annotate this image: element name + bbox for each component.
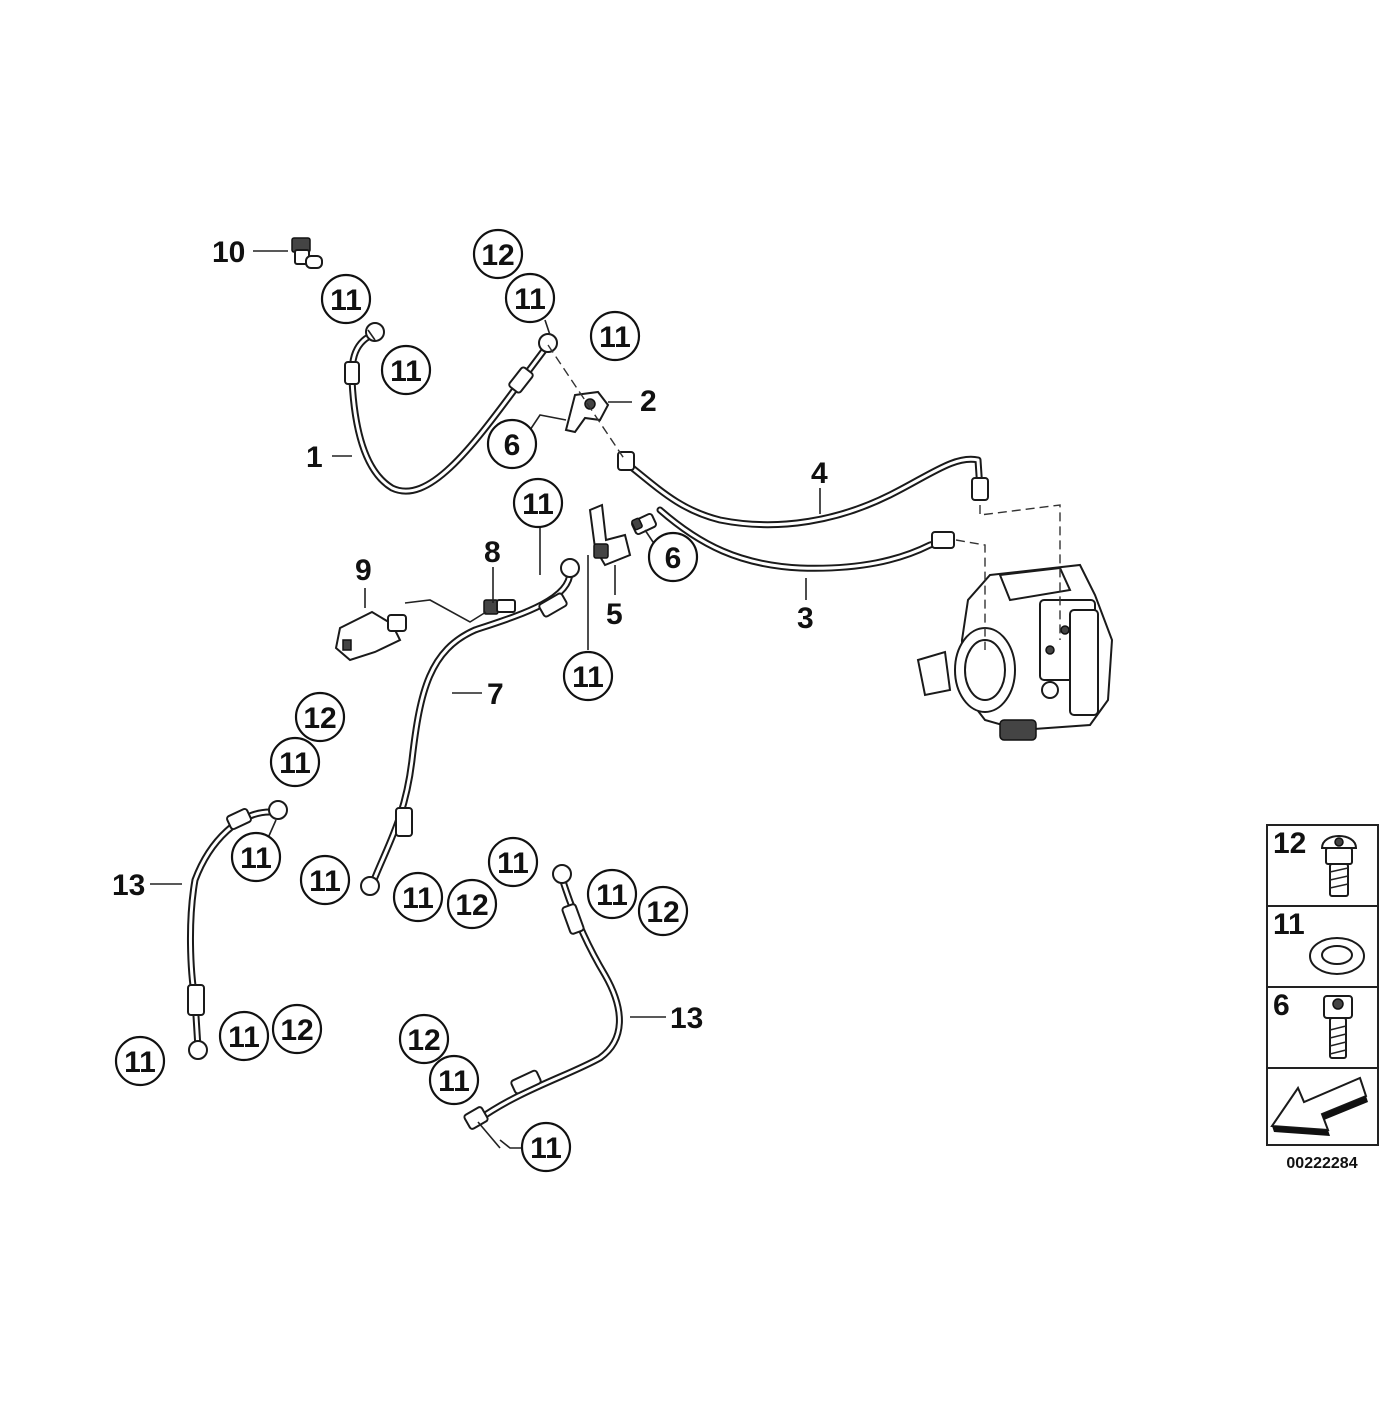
callout-6-lower: 6 xyxy=(647,531,699,583)
callout-11: 11 xyxy=(589,310,641,362)
label-4: 4 xyxy=(811,457,828,490)
svg-text:12: 12 xyxy=(303,702,336,735)
callout-11: 11 xyxy=(586,868,638,920)
hydraulic-unit xyxy=(916,563,1114,741)
label-5: 5 xyxy=(606,598,623,631)
callout-12: 12 xyxy=(398,1013,450,1065)
svg-text:12: 12 xyxy=(280,1014,313,1047)
svg-text:11: 11 xyxy=(330,284,362,317)
callout-11: 11 xyxy=(269,736,321,788)
svg-text:11: 11 xyxy=(124,1046,156,1079)
legend-label-12: 12 xyxy=(1273,827,1306,860)
callout-11: 11 xyxy=(218,1010,270,1062)
svg-text:11: 11 xyxy=(390,355,422,388)
svg-text:11: 11 xyxy=(530,1132,562,1165)
bleeder-screw-10 xyxy=(291,237,323,269)
distributor-5 xyxy=(588,503,632,567)
svg-text:11: 11 xyxy=(522,488,554,521)
brake-hose-13-right xyxy=(463,864,623,1130)
svg-text:6: 6 xyxy=(665,542,682,575)
callout-11: 11 xyxy=(392,871,444,923)
svg-text:12: 12 xyxy=(407,1024,440,1057)
callout-11: 11 xyxy=(512,477,564,529)
svg-text:11: 11 xyxy=(599,321,631,354)
callout-12: 12 xyxy=(472,228,524,280)
brake-pipe-3 xyxy=(656,506,955,572)
brake-hose-13-left xyxy=(187,800,288,1060)
callout-12: 12 xyxy=(294,691,346,743)
bracket-2 xyxy=(564,390,610,434)
svg-text:11: 11 xyxy=(514,283,546,316)
assembly-guides xyxy=(547,344,1061,650)
label-9: 9 xyxy=(355,554,372,587)
svg-text:6: 6 xyxy=(504,429,521,462)
washer-ring-icon xyxy=(1309,937,1365,975)
callout-11: 11 xyxy=(487,836,539,888)
brake-hose-7 xyxy=(360,558,580,896)
callout-12: 12 xyxy=(446,878,498,930)
label-7: 7 xyxy=(487,678,504,711)
circled-callouts: 6 6 11 11 12 11 11 11 11 12 11 11 11 11 … xyxy=(114,228,699,1173)
screw-6 xyxy=(631,512,657,536)
legend-label-11: 11 xyxy=(1273,908,1305,941)
svg-text:11: 11 xyxy=(402,882,434,915)
callout-6-upper: 6 xyxy=(486,418,538,470)
socket-cap-screw-icon xyxy=(1323,995,1353,1059)
label-13-left: 13 xyxy=(112,869,145,902)
callout-11: 11 xyxy=(428,1054,480,1106)
svg-text:12: 12 xyxy=(646,896,679,929)
parts-legend: 12 11 6 00222284 xyxy=(1266,824,1379,1172)
label-8: 8 xyxy=(484,536,501,569)
part-number-labels: 10 1 2 4 3 5 8 9 7 13 13 xyxy=(112,236,828,1035)
callout-11: 11 xyxy=(114,1035,166,1087)
callout-11: 11 xyxy=(299,854,351,906)
adapter-8 xyxy=(483,599,516,615)
label-13-right: 13 xyxy=(670,1002,703,1035)
svg-text:11: 11 xyxy=(438,1065,470,1098)
legend-label-6: 6 xyxy=(1273,989,1290,1022)
svg-text:11: 11 xyxy=(497,847,529,880)
pressure-sensor-9 xyxy=(334,610,407,662)
hollow-bolt-icon xyxy=(1320,835,1358,897)
leader-lines xyxy=(150,250,821,1149)
callout-11: 11 xyxy=(380,344,432,396)
direction-arrow-icon xyxy=(1270,1076,1368,1136)
label-2: 2 xyxy=(640,385,657,418)
svg-text:11: 11 xyxy=(279,747,311,780)
svg-text:11: 11 xyxy=(309,865,341,898)
label-10: 10 xyxy=(212,236,245,269)
catalog-number: 00222284 xyxy=(1286,1155,1357,1172)
callout-11: 11 xyxy=(230,831,282,883)
svg-text:11: 11 xyxy=(572,661,604,694)
label-1: 1 xyxy=(306,441,323,474)
callout-12: 12 xyxy=(637,885,689,937)
callout-11: 11 xyxy=(562,650,614,702)
brake-hose-1 xyxy=(344,322,558,495)
brake-pipe-4 xyxy=(617,451,989,529)
svg-text:11: 11 xyxy=(240,842,272,875)
svg-text:12: 12 xyxy=(455,889,488,922)
label-3: 3 xyxy=(797,602,814,635)
svg-text:11: 11 xyxy=(228,1021,260,1054)
svg-text:12: 12 xyxy=(481,239,514,272)
callout-11: 11 xyxy=(504,272,556,324)
callout-11: 11 xyxy=(520,1121,572,1173)
callout-11: 11 xyxy=(320,273,372,325)
svg-text:11: 11 xyxy=(596,879,628,912)
callout-12: 12 xyxy=(271,1003,323,1055)
